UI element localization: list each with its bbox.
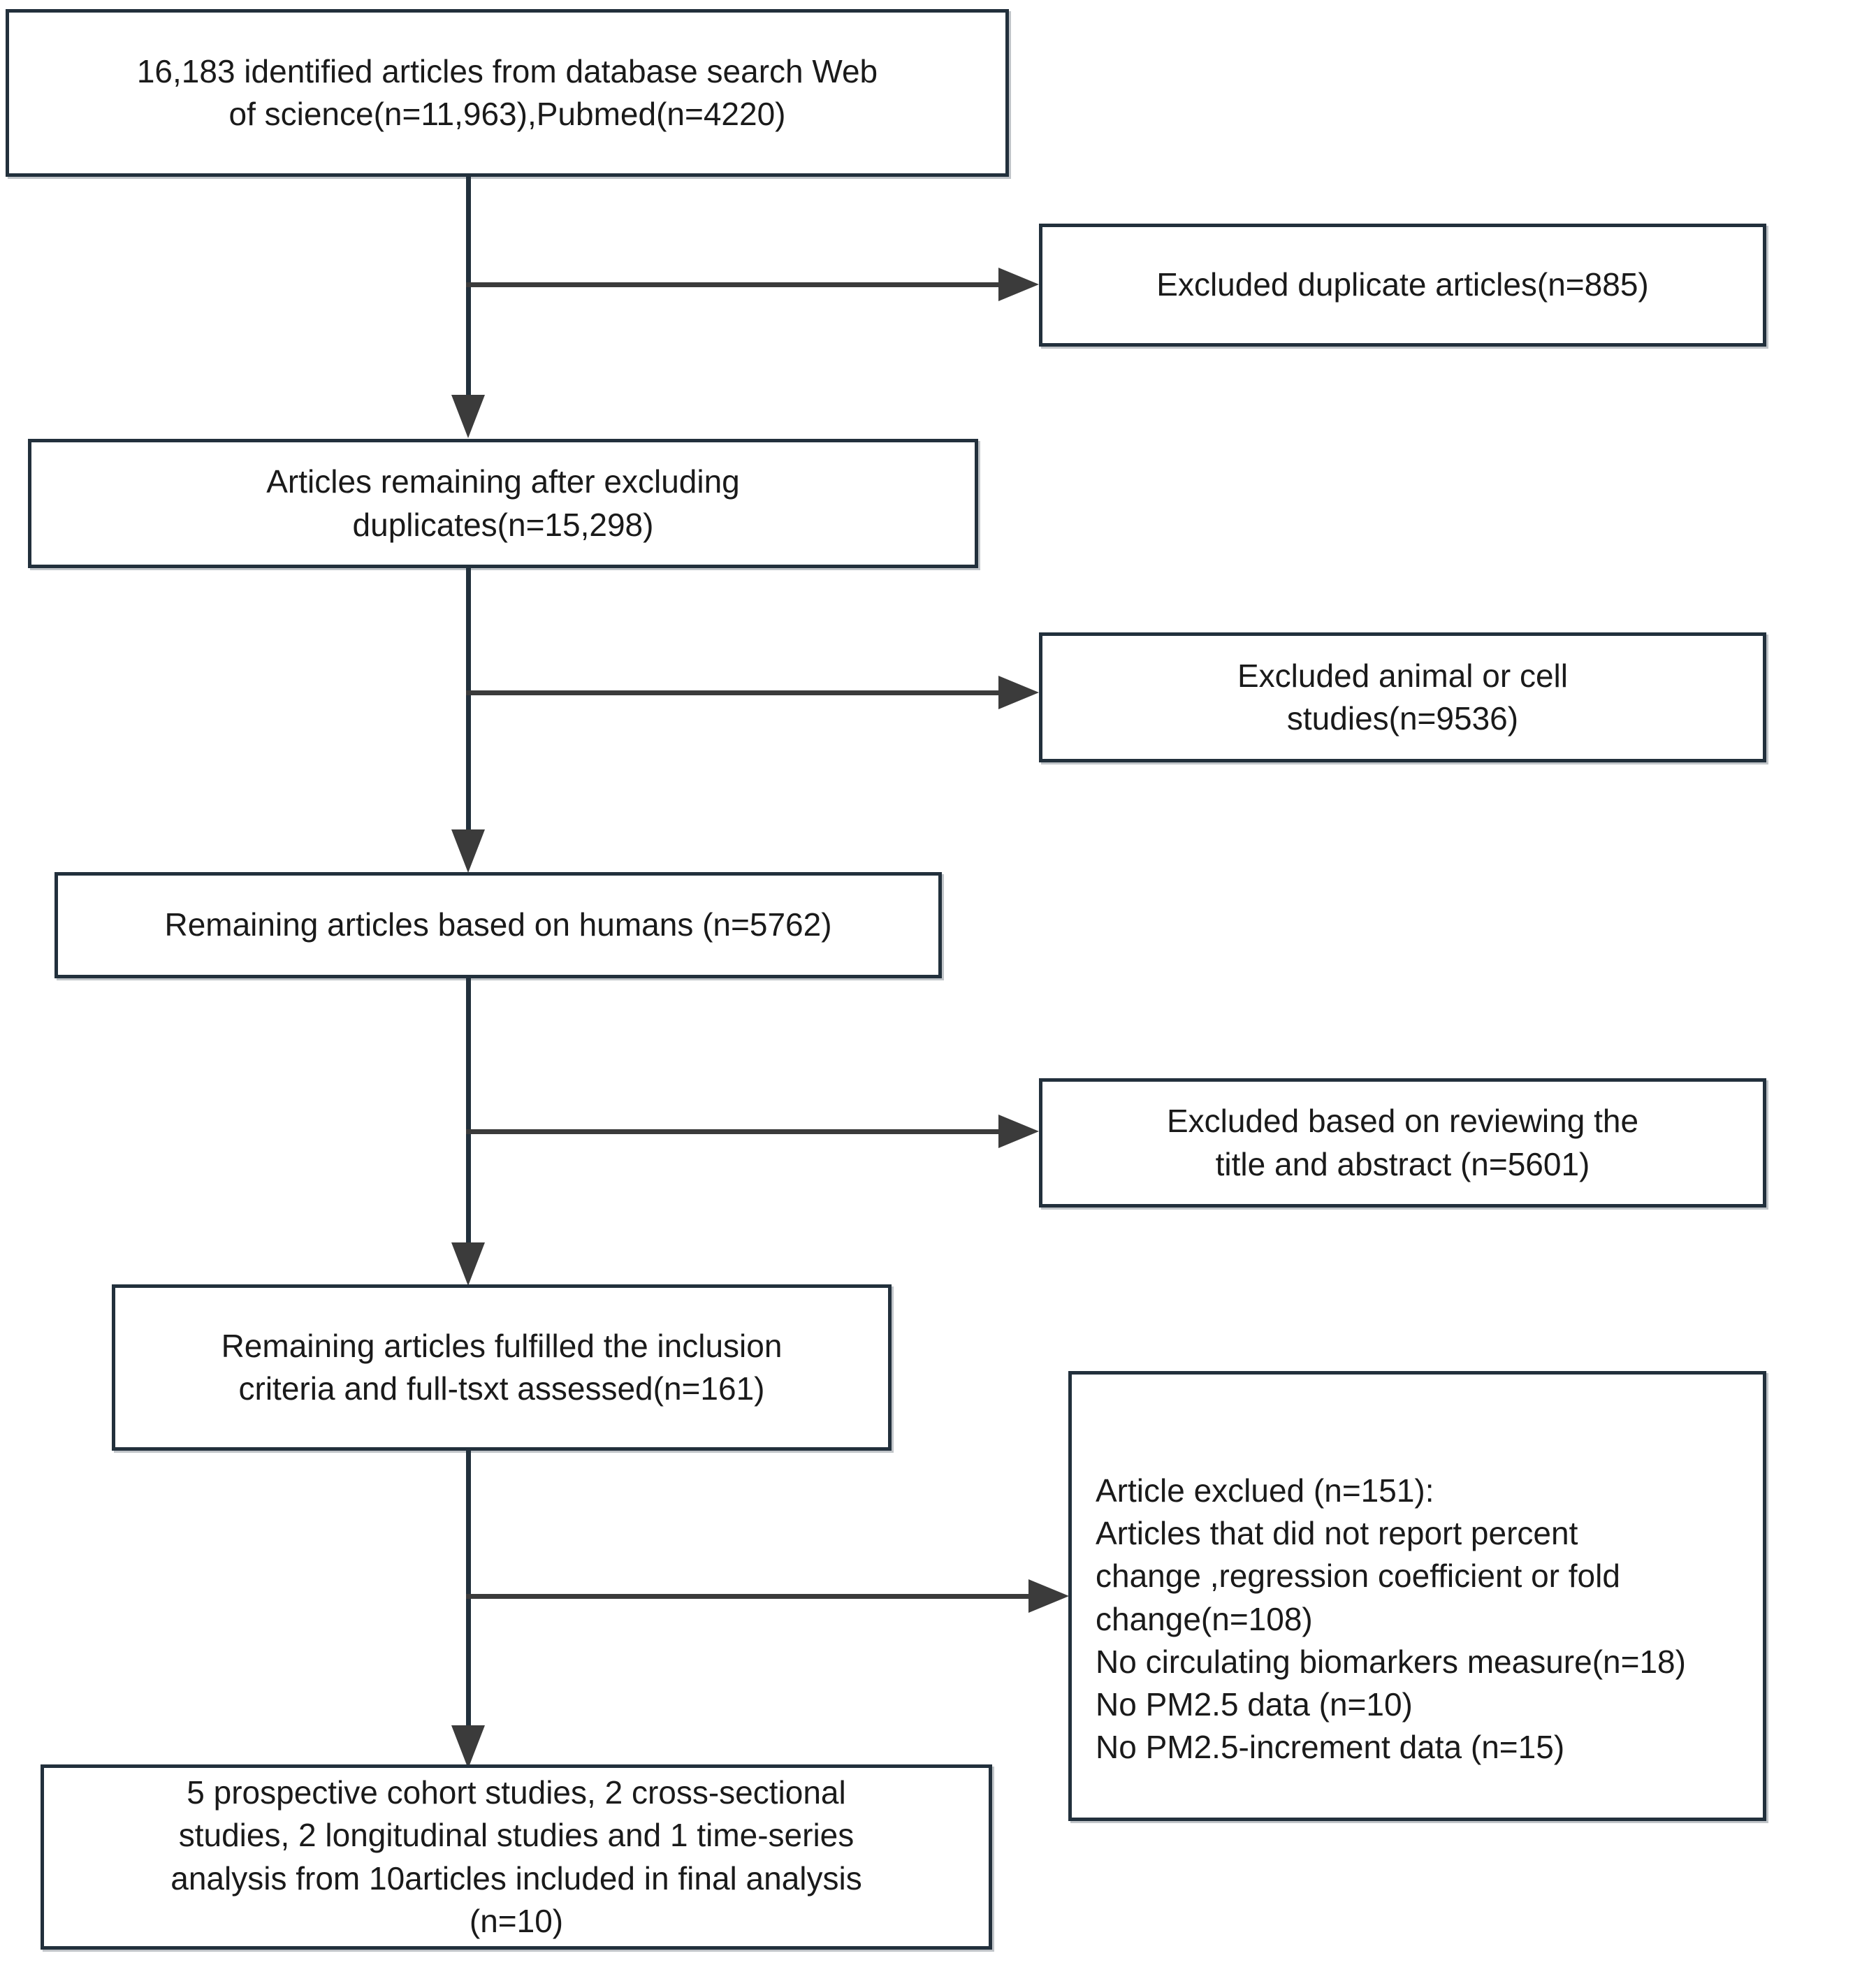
node-human-based-label: Remaining articles based on humans (n=57…	[164, 906, 832, 943]
arrowhead-right-2	[998, 676, 1039, 709]
node-excluded-title-abstract: Excluded based on reviewing the title an…	[1039, 1078, 1766, 1208]
node-final-included-label: 5 prospective cohort studies, 2 cross-se…	[170, 1774, 862, 1939]
node-article-excluded-label: Article exclued (n=151): Articles that d…	[1096, 1472, 1686, 1766]
node-after-duplicates: Articles remaining after excluding dupli…	[28, 439, 978, 568]
node-excluded-animal-cell: Excluded animal or cell studies(n=9536)	[1039, 632, 1766, 762]
arrowhead-down-4	[451, 1725, 485, 1769]
node-excluded-title-abstract-label: Excluded based on reviewing the title an…	[1166, 1103, 1639, 1182]
arrowhead-right-3	[998, 1115, 1039, 1148]
connector-branch-animal-cell	[466, 690, 998, 695]
arrowhead-down-3	[451, 1242, 485, 1286]
connector-branch-duplicates	[466, 282, 998, 287]
connector-branch-title-abstract	[466, 1129, 998, 1134]
node-excluded-duplicates: Excluded duplicate articles(n=885)	[1039, 224, 1766, 347]
arrowhead-down-2	[451, 829, 485, 873]
connector-human-to-inclusion	[466, 978, 471, 1242]
node-excluded-animal-cell-label: Excluded animal or cell studies(n=9536)	[1237, 657, 1568, 737]
connector-branch-article-excluded	[466, 1594, 1028, 1599]
node-identified-articles: 16,183 identified articles from database…	[6, 9, 1009, 177]
arrowhead-right-4	[1028, 1579, 1069, 1613]
node-human-based: Remaining articles based on humans (n=57…	[54, 872, 942, 978]
arrowhead-down-1	[451, 395, 485, 438]
arrowhead-right-1	[998, 268, 1039, 301]
node-inclusion-criteria-label: Remaining articles fulfilled the inclusi…	[221, 1327, 783, 1407]
node-identified-articles-label: 16,183 identified articles from database…	[136, 52, 878, 132]
node-final-included: 5 prospective cohort studies, 2 cross-se…	[41, 1764, 992, 1950]
connector-after-duplicates-to-human	[466, 568, 471, 829]
node-inclusion-criteria: Remaining articles fulfilled the inclusi…	[112, 1284, 892, 1451]
node-after-duplicates-label: Articles remaining after excluding dupli…	[266, 463, 740, 543]
connector-inclusion-to-final	[466, 1451, 471, 1725]
node-article-excluded: Article exclued (n=151): Articles that d…	[1068, 1371, 1766, 1821]
node-excluded-duplicates-label: Excluded duplicate articles(n=885)	[1156, 266, 1649, 303]
